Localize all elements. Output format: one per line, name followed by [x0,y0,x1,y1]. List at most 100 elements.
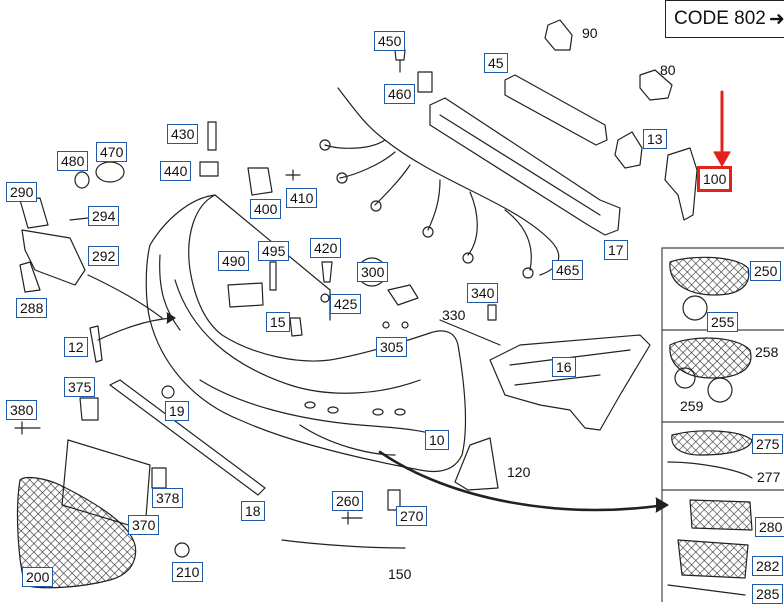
screw-450 [394,49,406,73]
bracket-90 [544,19,573,51]
sensor-hole [327,406,339,414]
callout-410[interactable]: 410 [286,188,318,208]
washer-425 [320,293,330,303]
callout-450[interactable]: 450 [374,31,406,51]
callout-45[interactable]: 45 [484,53,508,73]
sensor-hole [304,401,316,409]
callout-15[interactable]: 15 [266,312,290,332]
callout-490[interactable]: 490 [218,251,250,271]
callout-292[interactable]: 292 [88,246,120,266]
callout-425[interactable]: 425 [330,294,362,314]
callout-470[interactable]: 470 [96,142,128,162]
callout-277[interactable]: 277 [757,469,781,485]
sensor-plug [462,252,474,264]
trim-strip-18 [109,379,266,496]
callout-380[interactable]: 380 [6,400,38,420]
callout-375[interactable]: 375 [64,377,96,397]
code-text: CODE 802 [674,8,766,29]
sensor-hole [372,408,384,416]
callout-330[interactable]: 330 [442,307,466,323]
grille-258 [669,337,752,379]
callout-260[interactable]: 260 [332,491,364,511]
callout-288[interactable]: 288 [16,298,48,318]
pin-294 [69,217,89,221]
callout-10[interactable]: 10 [425,430,449,450]
grille-200 [16,476,137,589]
trim-strip-150 [281,539,406,549]
harness-branch [467,191,478,256]
callout-18[interactable]: 18 [241,501,265,521]
harness-branch [339,151,396,179]
callout-250[interactable]: 250 [750,261,782,281]
callout-285[interactable]: 285 [752,584,784,604]
callout-210[interactable]: 210 [172,562,204,582]
code-label: CODE 802 ➜ [665,0,784,38]
callout-294[interactable]: 294 [88,206,120,226]
callout-300[interactable]: 300 [357,262,389,282]
callout-258[interactable]: 258 [755,344,779,360]
clip-15 [289,317,303,337]
callout-17[interactable]: 17 [604,240,628,260]
callout-100[interactable]: 100 [697,166,733,192]
callout-80[interactable]: 80 [660,62,676,78]
callout-200[interactable]: 200 [22,567,54,587]
grille-280 [689,499,753,531]
trim-330 [439,319,501,346]
strip-277 [667,461,753,479]
callout-270[interactable]: 270 [396,506,428,526]
callout-420[interactable]: 420 [310,238,342,258]
sensor-plug [422,226,434,238]
callout-290[interactable]: 290 [6,182,38,202]
clip-375 [79,397,99,421]
sensor-hole [394,408,406,416]
callout-120[interactable]: 120 [507,464,531,480]
callout-430[interactable]: 430 [167,124,199,144]
bracket-292 [21,229,86,286]
callout-255[interactable]: 255 [707,312,739,332]
harness-branch [427,179,441,231]
callout-13[interactable]: 13 [643,129,667,149]
sensor-plug [370,200,382,212]
bracket-290 [19,197,49,229]
callout-282[interactable]: 282 [752,556,784,576]
callout-12[interactable]: 12 [64,337,88,357]
screw-430 [207,121,217,151]
strap-495 [269,261,277,291]
strip-285 [667,584,746,596]
leader-arrowhead [166,312,176,324]
leader-292 [87,274,163,319]
callout-16[interactable]: 16 [552,357,576,377]
callout-465[interactable]: 465 [552,260,584,280]
cap-300 [387,284,419,306]
callout-460[interactable]: 460 [384,84,416,104]
callout-259[interactable]: 259 [680,398,704,414]
side-bracket-16 [489,334,651,431]
beam-rib [439,114,601,216]
harness-branch [504,209,532,271]
callout-90[interactable]: 90 [582,25,598,41]
leader-12 [97,317,173,341]
callout-275[interactable]: 275 [752,434,784,454]
callout-480[interactable]: 480 [57,151,89,171]
callout-305[interactable]: 305 [376,337,408,357]
bracket-13 [614,131,643,169]
bracket-120 [454,437,499,491]
callout-495[interactable]: 495 [258,241,290,261]
beam-45 [504,74,608,146]
callout-280[interactable]: 280 [755,517,784,537]
module-490 [227,282,264,308]
bumper-crease [174,279,421,394]
callout-370[interactable]: 370 [128,515,160,535]
grille-275 [671,430,753,456]
sensor-plug [336,172,348,184]
callout-400[interactable]: 400 [250,199,282,219]
sensor-plug [522,267,534,279]
callout-150[interactable]: 150 [388,566,412,582]
callout-340[interactable]: 340 [467,283,499,303]
leader-curve [378,450,667,512]
ring-480 [74,171,90,189]
callout-440[interactable]: 440 [160,161,192,181]
bolt-410 [285,169,301,181]
callout-19[interactable]: 19 [165,401,189,421]
callout-378[interactable]: 378 [152,488,184,508]
